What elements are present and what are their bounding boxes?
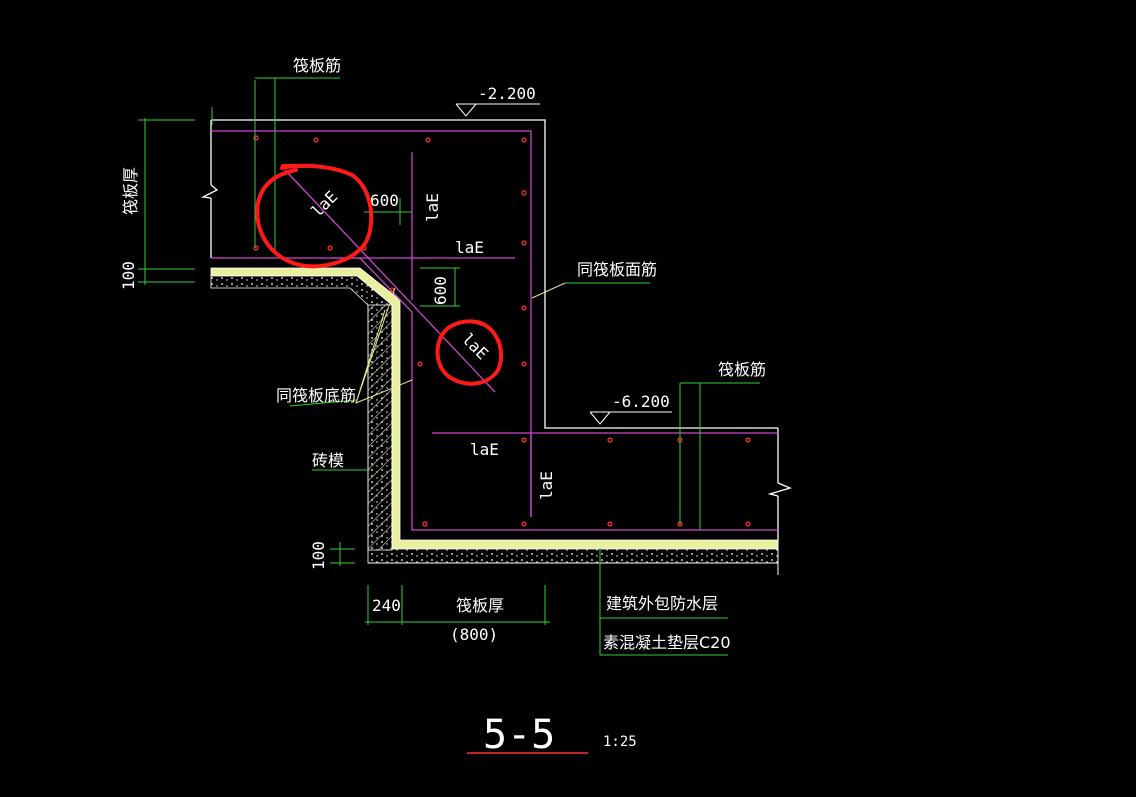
dim-600-lower: 600 [431, 276, 450, 305]
label-raft-rebar-top: 筏板筋 [293, 56, 341, 75]
label-same-as-raft-top: 同筏板面筋 [577, 260, 657, 279]
dim-240: 240 [372, 596, 401, 615]
section-title: 5-5 [483, 712, 555, 758]
dim-800: (800) [450, 625, 498, 644]
leader-lines [355, 282, 566, 404]
label-cushion: 素混凝土垫层C20 [603, 633, 731, 652]
highlight-circle-upper [255, 163, 374, 269]
highlight-circles [255, 163, 504, 386]
lae-label-vertical-upper: laE [423, 193, 442, 222]
rebar-dots [253, 135, 751, 527]
lae-label-vertical-lower: laE [537, 471, 556, 500]
label-same-as-raft-bottom: 同筏板底筋 [276, 386, 356, 405]
dim-600-upper: 600 [370, 191, 399, 210]
lae-label-diagonal-upper: laE [307, 187, 341, 221]
highlight-circle-lower [435, 319, 504, 386]
label-raft-rebar-right: 筏板筋 [718, 360, 766, 379]
dim-100-left: 100 [119, 261, 138, 290]
elevation-bottom-marker [589, 411, 672, 425]
label-waterproof: 建筑外包防水层 [606, 594, 718, 613]
waterproof-layer [210, 267, 779, 550]
lae-label-horizontal-lower: laE [470, 440, 499, 459]
rebar-lines [211, 130, 778, 531]
lae-label-horizontal-upper: laE [455, 238, 484, 257]
section-scale: 1:25 [603, 734, 637, 750]
dimension-lines [138, 77, 760, 656]
concrete-outline [200, 119, 792, 540]
elevation-top-marker [455, 103, 540, 117]
concrete-cushion [210, 275, 779, 564]
elevation-top-label: -2.200 [478, 84, 536, 103]
brick-mold [367, 304, 393, 551]
label-raft-thickness-v: 筏板厚 [121, 167, 140, 215]
elevation-bottom-label: -6.200 [612, 392, 670, 411]
label-brick-mold: 砖模 [312, 451, 344, 470]
dim-100-bottom: 100 [309, 541, 328, 570]
label-raft-thickness-h: 筏板厚 [456, 596, 504, 615]
